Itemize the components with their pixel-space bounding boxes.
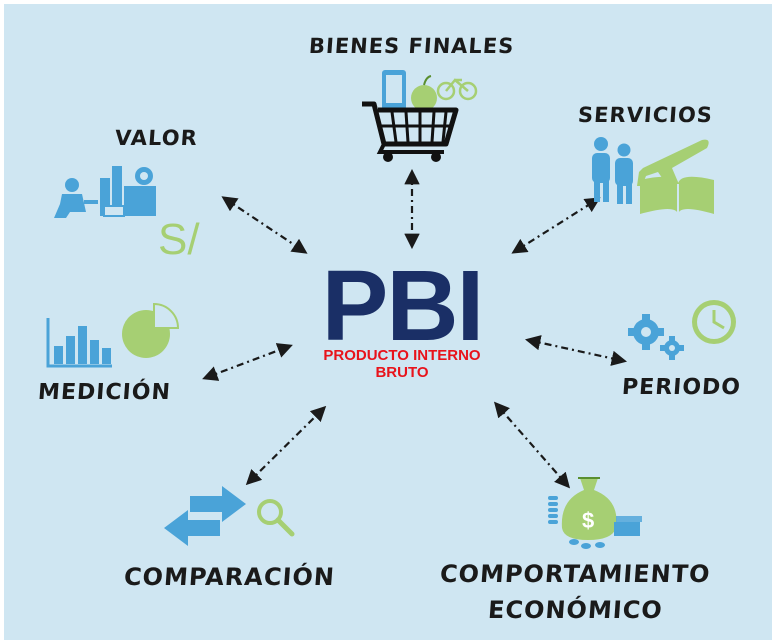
svg-text:$: $: [582, 508, 594, 533]
connector-comparacion: [245, 405, 327, 486]
label-bienes-finales: BIENES FINALES: [308, 34, 516, 58]
bar-pie-chart-icon: [46, 302, 180, 368]
connector-periodo: [524, 335, 628, 366]
center-subtitle-line-2: BRUTO: [375, 364, 429, 381]
connectors: [202, 168, 628, 489]
worker-factory-icon: S/: [54, 166, 200, 264]
label-comportamiento-line-2: ECONÓMICO: [487, 596, 664, 624]
center-title: PBI: [321, 250, 485, 362]
connector-servicios: [511, 197, 601, 254]
label-medicion: MEDICIÓN: [37, 380, 172, 405]
people-plane-book-icon: [592, 137, 714, 214]
center-subtitle-line-1: PRODUCTO INTERNO: [323, 347, 481, 364]
label-servicios: SERVICIOS: [577, 103, 714, 127]
label-periodo: PERIODO: [621, 375, 742, 400]
gears-clock-icon: [628, 300, 736, 360]
money-bag-icon: $: [548, 477, 642, 549]
center-subtitle: PRODUCTO INTERNO BRUTO: [282, 347, 522, 381]
label-comparacion: COMPARACIÓN: [123, 563, 336, 591]
arrows-magnifier-icon: [164, 486, 295, 546]
connector-medicion: [202, 343, 293, 381]
shopping-cart-icon: [362, 70, 478, 162]
label-valor: VALOR: [114, 126, 199, 150]
connector-valor: [221, 196, 308, 254]
connector-comportamiento: [493, 401, 571, 489]
label-comportamiento-line-1: COMPORTAMIENTO: [439, 560, 712, 588]
currency-symbol: S/: [158, 215, 200, 264]
